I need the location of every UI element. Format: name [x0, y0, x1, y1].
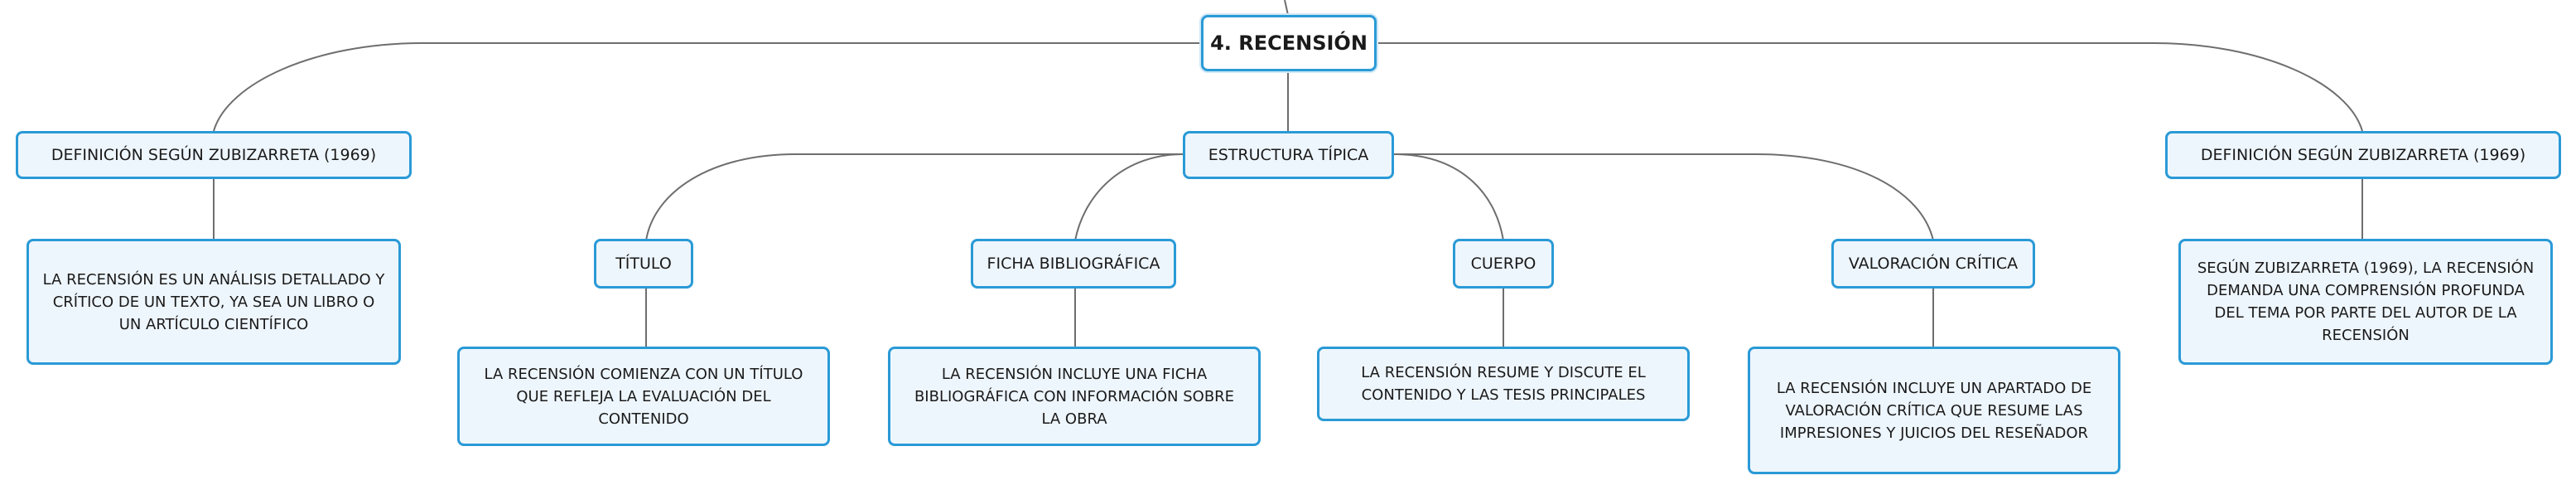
ficha-text: LA RECENSIÓN INCLUYE UNA FICHA BIBLIOGRÁ… — [914, 365, 1235, 428]
left-definition-leaf[interactable]: LA RECENSIÓN ES UN ANÁLISIS DETALLADO Y … — [27, 239, 401, 365]
structure-node[interactable]: ESTRUCTURA TÍPICA — [1183, 131, 1394, 179]
cuerpo-text: LA RECENSIÓN RESUME Y DISCUTE EL CONTENI… — [1361, 364, 1646, 404]
root-node[interactable]: 4. RECENSIÓN — [1201, 15, 1377, 71]
titulo-text: LA RECENSIÓN COMIENZA CON UN TÍTULO QUE … — [484, 365, 803, 428]
connector-structure-titulo — [645, 153, 1183, 241]
left-definition-label: DEFINICIÓN SEGÚN ZUBIZARRETA (1969) — [51, 146, 377, 164]
ficha-node[interactable]: FICHA BIBLIOGRÁFICA — [971, 239, 1176, 289]
right-definition-text: SEGÚN ZUBIZARRETA (1969), LA RECENSIÓN D… — [2197, 260, 2535, 344]
ficha-leaf[interactable]: LA RECENSIÓN INCLUYE UNA FICHA BIBLIOGRÁ… — [888, 347, 1261, 446]
titulo-leaf[interactable]: LA RECENSIÓN COMIENZA CON UN TÍTULO QUE … — [457, 347, 830, 446]
connector-root-right — [1377, 42, 2363, 132]
right-definition-label: DEFINICIÓN SEGÚN ZUBIZARRETA (1969) — [2200, 146, 2526, 164]
connector-structure-cuerpo — [1393, 153, 1504, 241]
titulo-node[interactable]: TÍTULO — [594, 239, 693, 289]
right-definition-leaf[interactable]: SEGÚN ZUBIZARRETA (1969), LA RECENSIÓN D… — [2178, 239, 2553, 365]
connector-root-left — [213, 42, 1201, 132]
ficha-label: FICHA BIBLIOGRÁFICA — [987, 255, 1160, 273]
valoracion-leaf[interactable]: LA RECENSIÓN INCLUYE UN APARTADO DE VALO… — [1748, 347, 2120, 474]
titulo-label: TÍTULO — [615, 255, 672, 273]
connector-structure-valoracion — [1394, 153, 1934, 241]
right-definition-node[interactable]: DEFINICIÓN SEGÚN ZUBIZARRETA (1969) — [2165, 131, 2561, 179]
valoracion-node[interactable]: VALORACIÓN CRÍTICA — [1831, 239, 2035, 289]
cuerpo-leaf[interactable]: LA RECENSIÓN RESUME Y DISCUTE EL CONTENI… — [1317, 347, 1690, 421]
left-definition-text: LA RECENSIÓN ES UN ANÁLISIS DETALLADO Y … — [42, 270, 385, 333]
valoracion-label: VALORACIÓN CRÍTICA — [1848, 255, 2019, 273]
left-definition-node[interactable]: DEFINICIÓN SEGÚN ZUBIZARRETA (1969) — [16, 131, 412, 179]
root-label: 4. RECENSIÓN — [1210, 32, 1368, 55]
cuerpo-label: CUERPO — [1470, 255, 1536, 273]
valoracion-text: LA RECENSIÓN INCLUYE UN APARTADO DE VALO… — [1776, 379, 2092, 442]
connector-structure-ficha — [1074, 153, 1184, 241]
cuerpo-node[interactable]: CUERPO — [1453, 239, 1554, 289]
connector-root-parent — [1284, 0, 1289, 16]
structure-label: ESTRUCTURA TÍPICA — [1208, 146, 1369, 164]
